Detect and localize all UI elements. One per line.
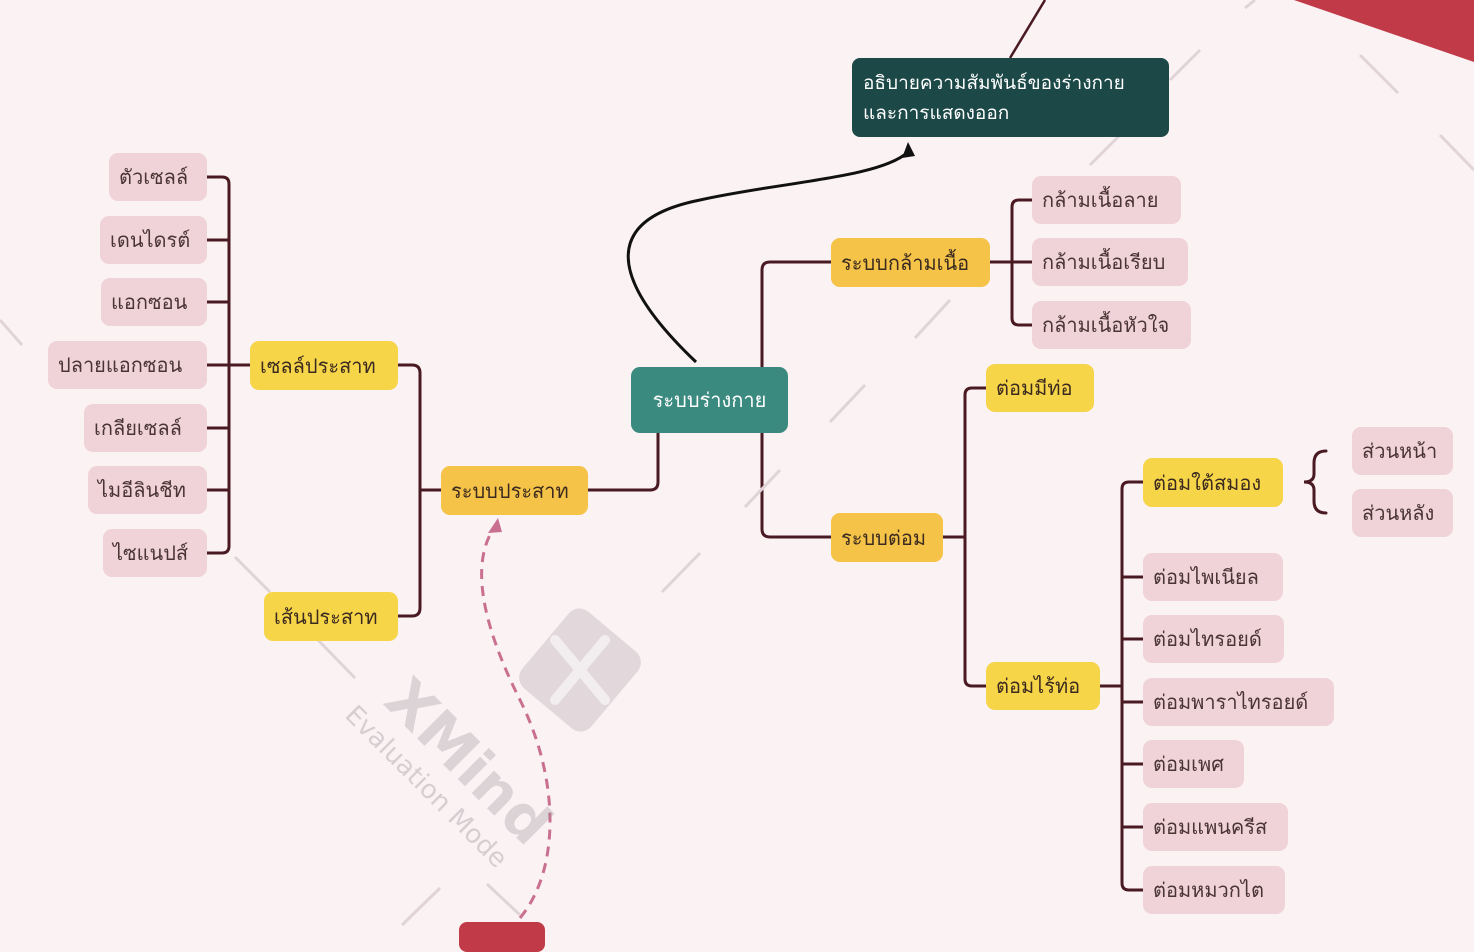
endocrine-gland-node[interactable]: ต่อมหมวกไต xyxy=(1143,866,1285,914)
gland-system-node[interactable]: ระบบต่อม xyxy=(831,513,943,562)
endocrine-gland-node[interactable]: ต่อมพาราไทรอยด์ xyxy=(1143,678,1334,726)
nerve-node[interactable]: เส้นประสาท xyxy=(264,592,398,641)
xmind-logo-watermark xyxy=(519,608,641,732)
pituitary-node[interactable]: ต่อมใต้สมอง xyxy=(1143,458,1283,507)
muscle-type-node[interactable]: กล้ามเนื้อลาย xyxy=(1032,176,1181,224)
main-topic-line2: และการแสดงออก xyxy=(863,101,1010,124)
neuron-part-node[interactable]: ไซแนปส์ xyxy=(103,529,207,577)
pituitary-part-node[interactable]: ส่วนหลัง xyxy=(1352,489,1453,537)
neuron-part-node[interactable]: ตัวเซลล์ xyxy=(109,153,207,201)
main-topic[interactable]: อธิบายความสัมพันธ์ของร่างกาย และการแสดงอ… xyxy=(852,58,1169,137)
muscle-type-node[interactable]: กล้ามเนื้อเรียบ xyxy=(1032,238,1188,286)
pituitary-part-node[interactable]: ส่วนหน้า xyxy=(1352,427,1453,475)
endocrine-gland-node[interactable]: ต่อมไพเนียล xyxy=(1143,553,1283,601)
nervous-system-node[interactable]: ระบบประสาท xyxy=(441,466,588,515)
muscle-system-node[interactable]: ระบบกล้ามเนื้อ xyxy=(831,238,990,287)
main-topic-line1: อธิบายความสัมพันธ์ของร่างกาย xyxy=(863,71,1125,94)
neuron-part-node[interactable]: เดนไดรต์ xyxy=(100,216,207,264)
endocrine-gland-node[interactable]: ต่อมแพนครีส xyxy=(1143,803,1288,851)
neuron-part-node[interactable]: เกลียเซลล์ xyxy=(84,404,207,452)
endocrine-gland-node[interactable]: ต่อมเพศ xyxy=(1143,740,1244,788)
endocrine-node[interactable]: ต่อมไร้ท่อ xyxy=(986,662,1100,710)
neuron-node[interactable]: เซลล์ประสาท xyxy=(250,341,398,390)
neuron-part-node[interactable]: ไมอีลินชีท xyxy=(88,466,207,514)
floating-topic-fragment[interactable] xyxy=(459,922,545,952)
neuron-part-node[interactable]: แอกซอน xyxy=(101,278,207,326)
body-system-node[interactable]: ระบบร่างกาย xyxy=(631,367,788,433)
muscle-type-node[interactable]: กล้ามเนื้อหัวใจ xyxy=(1032,301,1191,349)
corner-topic-fragment xyxy=(1294,0,1474,62)
endocrine-gland-node[interactable]: ต่อมไทรอยด์ xyxy=(1143,615,1284,663)
neuron-part-node[interactable]: ปลายแอกซอน xyxy=(48,341,207,389)
exocrine-node[interactable]: ต่อมมีท่อ xyxy=(986,364,1094,412)
